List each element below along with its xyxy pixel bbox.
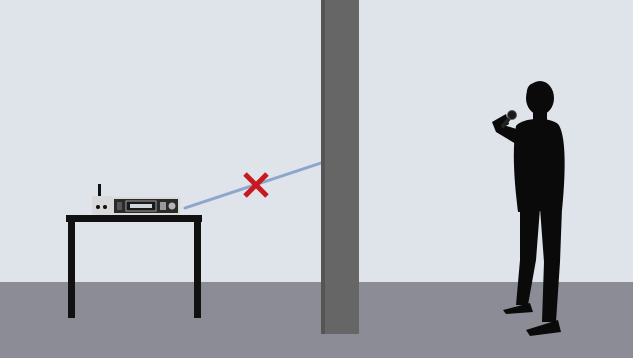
- antenna-rod: [98, 184, 101, 198]
- microphone-icon: [508, 111, 517, 120]
- table-leg-left: [68, 222, 75, 318]
- receiver-power-button: [117, 202, 122, 210]
- receiver-menu-button: [160, 202, 166, 210]
- antenna-module-led-left: [96, 205, 100, 209]
- receiver-display-readout: [130, 204, 152, 208]
- receiver-jog-wheel: [169, 203, 176, 210]
- concrete-pillar: [321, 0, 359, 334]
- antenna-module-led-right: [103, 205, 107, 209]
- wireless-receiver: [112, 197, 180, 215]
- pillar-face: [321, 0, 359, 334]
- pillar-edge-shade: [321, 0, 325, 334]
- antenna-module-body: [92, 196, 112, 215]
- table-leg-right: [194, 222, 201, 318]
- table-top: [66, 215, 202, 222]
- floor: [0, 282, 633, 358]
